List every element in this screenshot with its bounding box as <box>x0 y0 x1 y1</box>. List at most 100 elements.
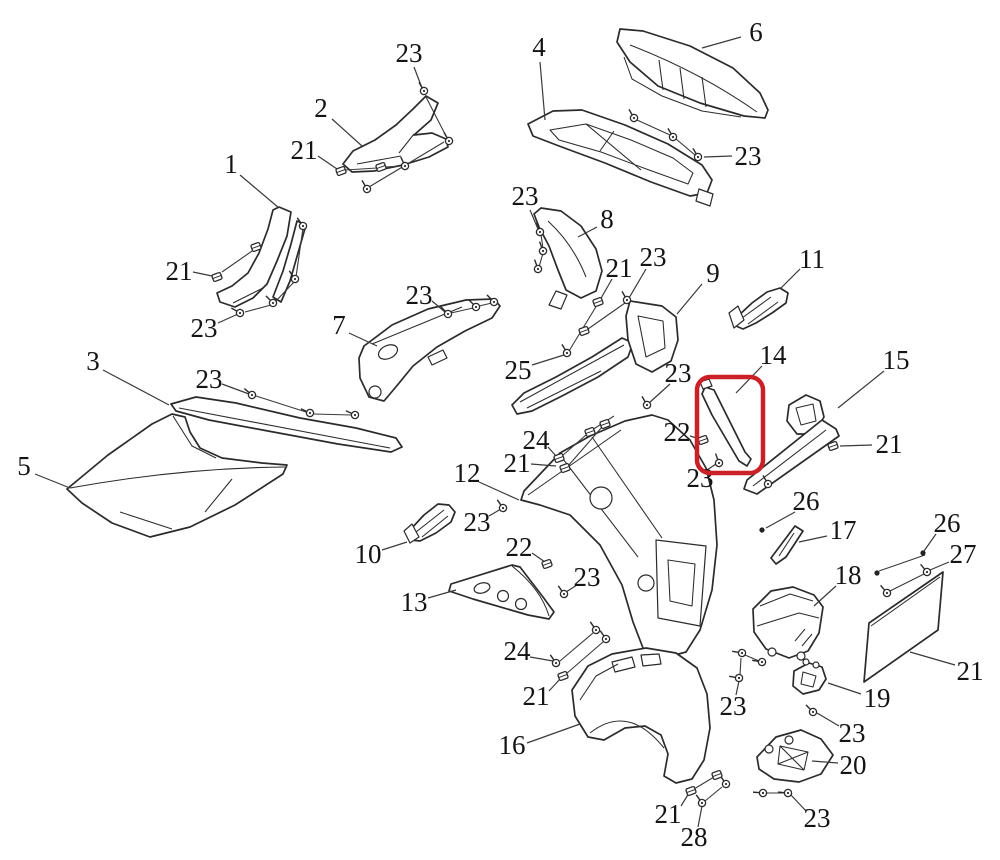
part-label-14: 14 <box>760 340 788 370</box>
part-label-23: 23 <box>640 242 667 272</box>
parts-artwork <box>66 28 944 784</box>
screw-fastener-icon <box>243 388 257 400</box>
part-label-23: 23 <box>720 691 747 721</box>
part-label-21: 21 <box>957 656 984 686</box>
leader-line <box>217 313 239 324</box>
screw-fastener-icon <box>440 306 453 319</box>
part-2-outline <box>342 95 449 173</box>
leader-line <box>531 552 546 563</box>
screw-fastener-icon <box>719 775 731 789</box>
part-label-21: 21 <box>655 799 682 829</box>
screw-fastener-icon <box>752 657 767 667</box>
leader-line <box>703 155 733 158</box>
screw-fastener-icon <box>692 147 703 162</box>
part-7-outline <box>358 298 501 402</box>
dot-fastener-icon <box>874 570 880 576</box>
screw-fastener-icon <box>695 794 707 808</box>
leader-line <box>837 370 885 409</box>
leader-line <box>530 463 557 467</box>
leader-line <box>331 118 363 147</box>
leader-line <box>192 271 213 277</box>
part-label-21: 21 <box>523 681 550 711</box>
screw-fastener-icon <box>667 127 678 142</box>
screw-fastener-icon <box>535 222 545 237</box>
part-label-23: 23 <box>665 358 692 388</box>
clip-fastener-icon <box>250 241 262 253</box>
part-19-outline <box>792 662 827 695</box>
leader-lines <box>34 36 956 828</box>
part-label-3: 3 <box>86 346 100 376</box>
screw-fastener-icon <box>538 241 548 256</box>
screw-fastener-icon <box>400 156 410 171</box>
part-label-21: 21 <box>166 256 193 286</box>
part-17-outline <box>770 525 804 565</box>
leader-line <box>102 369 170 406</box>
part-label-21: 21 <box>606 253 633 283</box>
screw-fastener-icon <box>443 131 454 146</box>
clip-fastener-icon <box>559 462 571 474</box>
part-label-24: 24 <box>523 425 551 455</box>
leader-line <box>923 533 937 552</box>
part-label-22: 22 <box>664 417 691 447</box>
screw-fastener-icon <box>230 307 245 318</box>
part-label-15: 15 <box>883 345 910 375</box>
leader-line <box>431 300 446 313</box>
leader-line <box>531 354 565 366</box>
screw-fastener-icon <box>732 648 747 658</box>
part-12-tailbox <box>655 539 707 627</box>
part-label-23: 23 <box>512 181 539 211</box>
screw-fastener-icon <box>762 474 773 489</box>
clip-fastener-icon <box>685 785 697 797</box>
leader-line <box>706 463 717 471</box>
screw-fastener-icon <box>641 395 652 410</box>
red-highlight-box <box>694 374 766 476</box>
connector-line <box>384 165 402 168</box>
leader-line <box>239 174 280 209</box>
part-16-outline <box>571 647 711 784</box>
part-label-4: 4 <box>532 32 546 62</box>
part-label-2: 2 <box>314 93 328 123</box>
part-13-hole <box>473 582 491 594</box>
clip-fastener-icon <box>375 161 387 173</box>
leader-line <box>427 589 457 599</box>
connector-line <box>244 304 272 313</box>
screw-fastener-icon <box>589 621 601 635</box>
connector-line <box>739 657 742 676</box>
leader-line <box>548 677 562 692</box>
screw-fastener-icon <box>361 179 372 194</box>
part-label-23: 23 <box>574 562 601 592</box>
connector-line <box>295 227 304 278</box>
leader-line <box>676 283 703 315</box>
leader-line <box>839 444 873 447</box>
part-14-outline <box>701 386 752 467</box>
connector-line <box>540 233 544 250</box>
screw-fastener-icon <box>345 410 360 420</box>
clip-fastener-icon <box>584 426 596 438</box>
part-7-hole <box>377 344 399 360</box>
part-label-22: 22 <box>506 532 533 562</box>
leader-line <box>765 511 796 529</box>
leader-line <box>565 584 578 593</box>
part-label-21: 21 <box>291 135 318 165</box>
connector-line <box>565 641 604 675</box>
part-label-8: 8 <box>600 204 614 234</box>
connector-line <box>587 302 626 330</box>
screw-fastener-icon <box>621 290 632 305</box>
part-5-outline <box>66 413 288 538</box>
connector-line <box>675 138 696 156</box>
screw-fastener-icon <box>880 584 892 598</box>
part-label-13: 13 <box>401 587 428 617</box>
leader-line <box>628 268 647 299</box>
screw-fastener-icon <box>599 630 611 644</box>
part-label-23: 23 <box>464 507 491 537</box>
connector-line <box>744 654 760 662</box>
leader-line <box>780 268 801 289</box>
screw-fastener-icon <box>265 295 278 308</box>
screw-fastener-icon <box>418 81 429 96</box>
part-label-26: 26 <box>934 508 961 538</box>
connector-line <box>221 248 256 273</box>
connector-line <box>450 307 474 314</box>
dot-fastener-icon <box>759 527 765 533</box>
